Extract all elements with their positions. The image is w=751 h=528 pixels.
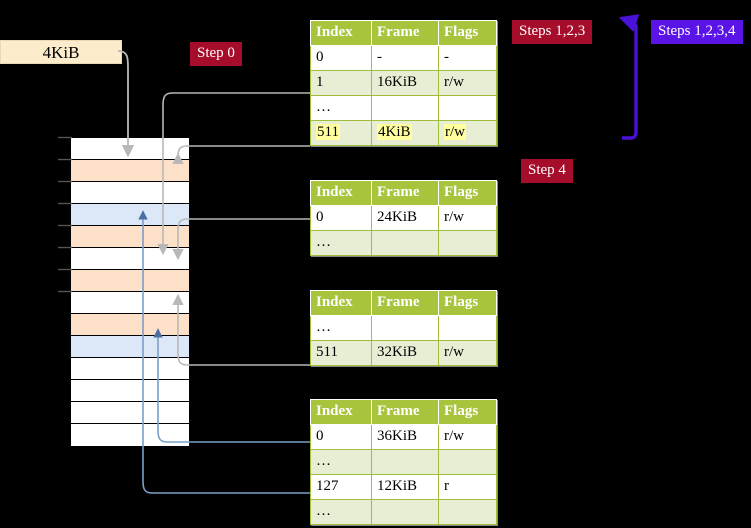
table-cell: [438, 449, 497, 475]
table-cell: …: [310, 499, 372, 525]
memory-frame-row: [71, 226, 189, 248]
column-header-index: Index: [310, 20, 372, 46]
memory-frame-row: [71, 380, 189, 402]
table-cell: 36KiB: [371, 424, 439, 450]
table-cell: 0: [310, 205, 372, 231]
table-cell: [438, 95, 497, 121]
memory-frame-row: [71, 248, 189, 270]
table-cell: 0: [310, 45, 372, 71]
badge-steps-1234: Steps 1,2,3,4: [651, 20, 743, 44]
column-header-flags: Flags: [438, 180, 497, 206]
column-header-index: Index: [310, 290, 372, 316]
table-cell: 1: [310, 70, 372, 96]
badge-step-4: Step 4: [521, 159, 573, 183]
memory-frame-row: [71, 358, 189, 380]
table-cell: r/w: [438, 70, 497, 96]
badge-step-0: Step 0: [190, 42, 242, 66]
memory-frame-row: [71, 182, 189, 204]
memory-frame-row: [71, 204, 189, 226]
memory-frame-row: [71, 402, 189, 424]
highlighted-value: 511: [316, 124, 340, 140]
table-cell: r/w: [438, 120, 497, 146]
table-cell: [371, 499, 439, 525]
table-cell: [371, 95, 439, 121]
memory-frame-row: [71, 160, 189, 182]
table-cell: [371, 315, 439, 341]
table-row[interactable]: 0--: [310, 45, 497, 71]
table-cell: r/w: [438, 424, 497, 450]
table-row[interactable]: …: [310, 499, 497, 525]
table-cell: [438, 499, 497, 525]
table-row[interactable]: 511 4KiB r/w: [310, 120, 497, 146]
highlighted-value: r/w: [444, 124, 466, 140]
table-cell: [438, 315, 497, 341]
column-header-frame: Frame: [371, 20, 439, 46]
table-cell: 0: [310, 424, 372, 450]
memory-frame-row: [71, 314, 189, 336]
table-row[interactable]: …: [310, 230, 497, 256]
column-header-index: Index: [310, 180, 372, 206]
table-cell: …: [310, 95, 372, 121]
connector-l2-24kib: [172, 218, 310, 261]
table-cell: 127: [310, 474, 372, 500]
table-row[interactable]: …: [310, 315, 497, 341]
memory-frame-row: [71, 292, 189, 314]
badge-steps-123: Steps 1,2,3: [512, 20, 593, 44]
table-cell: r/w: [438, 340, 497, 366]
memory-frame-row: [71, 336, 189, 358]
memory-frame-label-text: 4KiB: [42, 42, 80, 62]
steps-loop-arrow: [618, 14, 640, 140]
memory-frame-row: [71, 424, 189, 446]
connector-l3-32kib: [172, 293, 310, 366]
table-cell: 32KiB: [371, 340, 439, 366]
table-cell: 12KiB: [371, 474, 439, 500]
table-cell: …: [310, 230, 372, 256]
connector-l1-4kib: [172, 145, 310, 164]
highlighted-value: 4KiB: [377, 124, 412, 140]
table-cell: [371, 230, 439, 256]
table-cell: 24KiB: [371, 205, 439, 231]
table-cell: [371, 449, 439, 475]
memory-frame-label-4kib: 4KiB: [0, 40, 122, 64]
table-row[interactable]: …: [310, 449, 497, 475]
column-header-frame: Frame: [371, 290, 439, 316]
memory-frame-row: [71, 138, 189, 160]
column-header-flags: Flags: [438, 290, 497, 316]
table-cell: 4KiB: [371, 120, 439, 146]
table-cell: 16KiB: [371, 70, 439, 96]
column-header-flags: Flags: [438, 20, 497, 46]
table-row[interactable]: …: [310, 95, 497, 121]
table-cell: [438, 230, 497, 256]
table-cell: -: [438, 45, 497, 71]
memory-frame-row: [71, 270, 189, 292]
column-header-flags: Flags: [438, 399, 497, 425]
column-header-frame: Frame: [371, 399, 439, 425]
table-cell: …: [310, 449, 372, 475]
table-cell: -: [371, 45, 439, 71]
column-header-frame: Frame: [371, 180, 439, 206]
table-cell: r: [438, 474, 497, 500]
table-cell: …: [310, 315, 372, 341]
table-cell: 511: [310, 340, 372, 366]
column-header-index: Index: [310, 399, 372, 425]
table-cell: 511: [310, 120, 372, 146]
table-cell: r/w: [438, 205, 497, 231]
physical-memory-column: [70, 137, 190, 447]
